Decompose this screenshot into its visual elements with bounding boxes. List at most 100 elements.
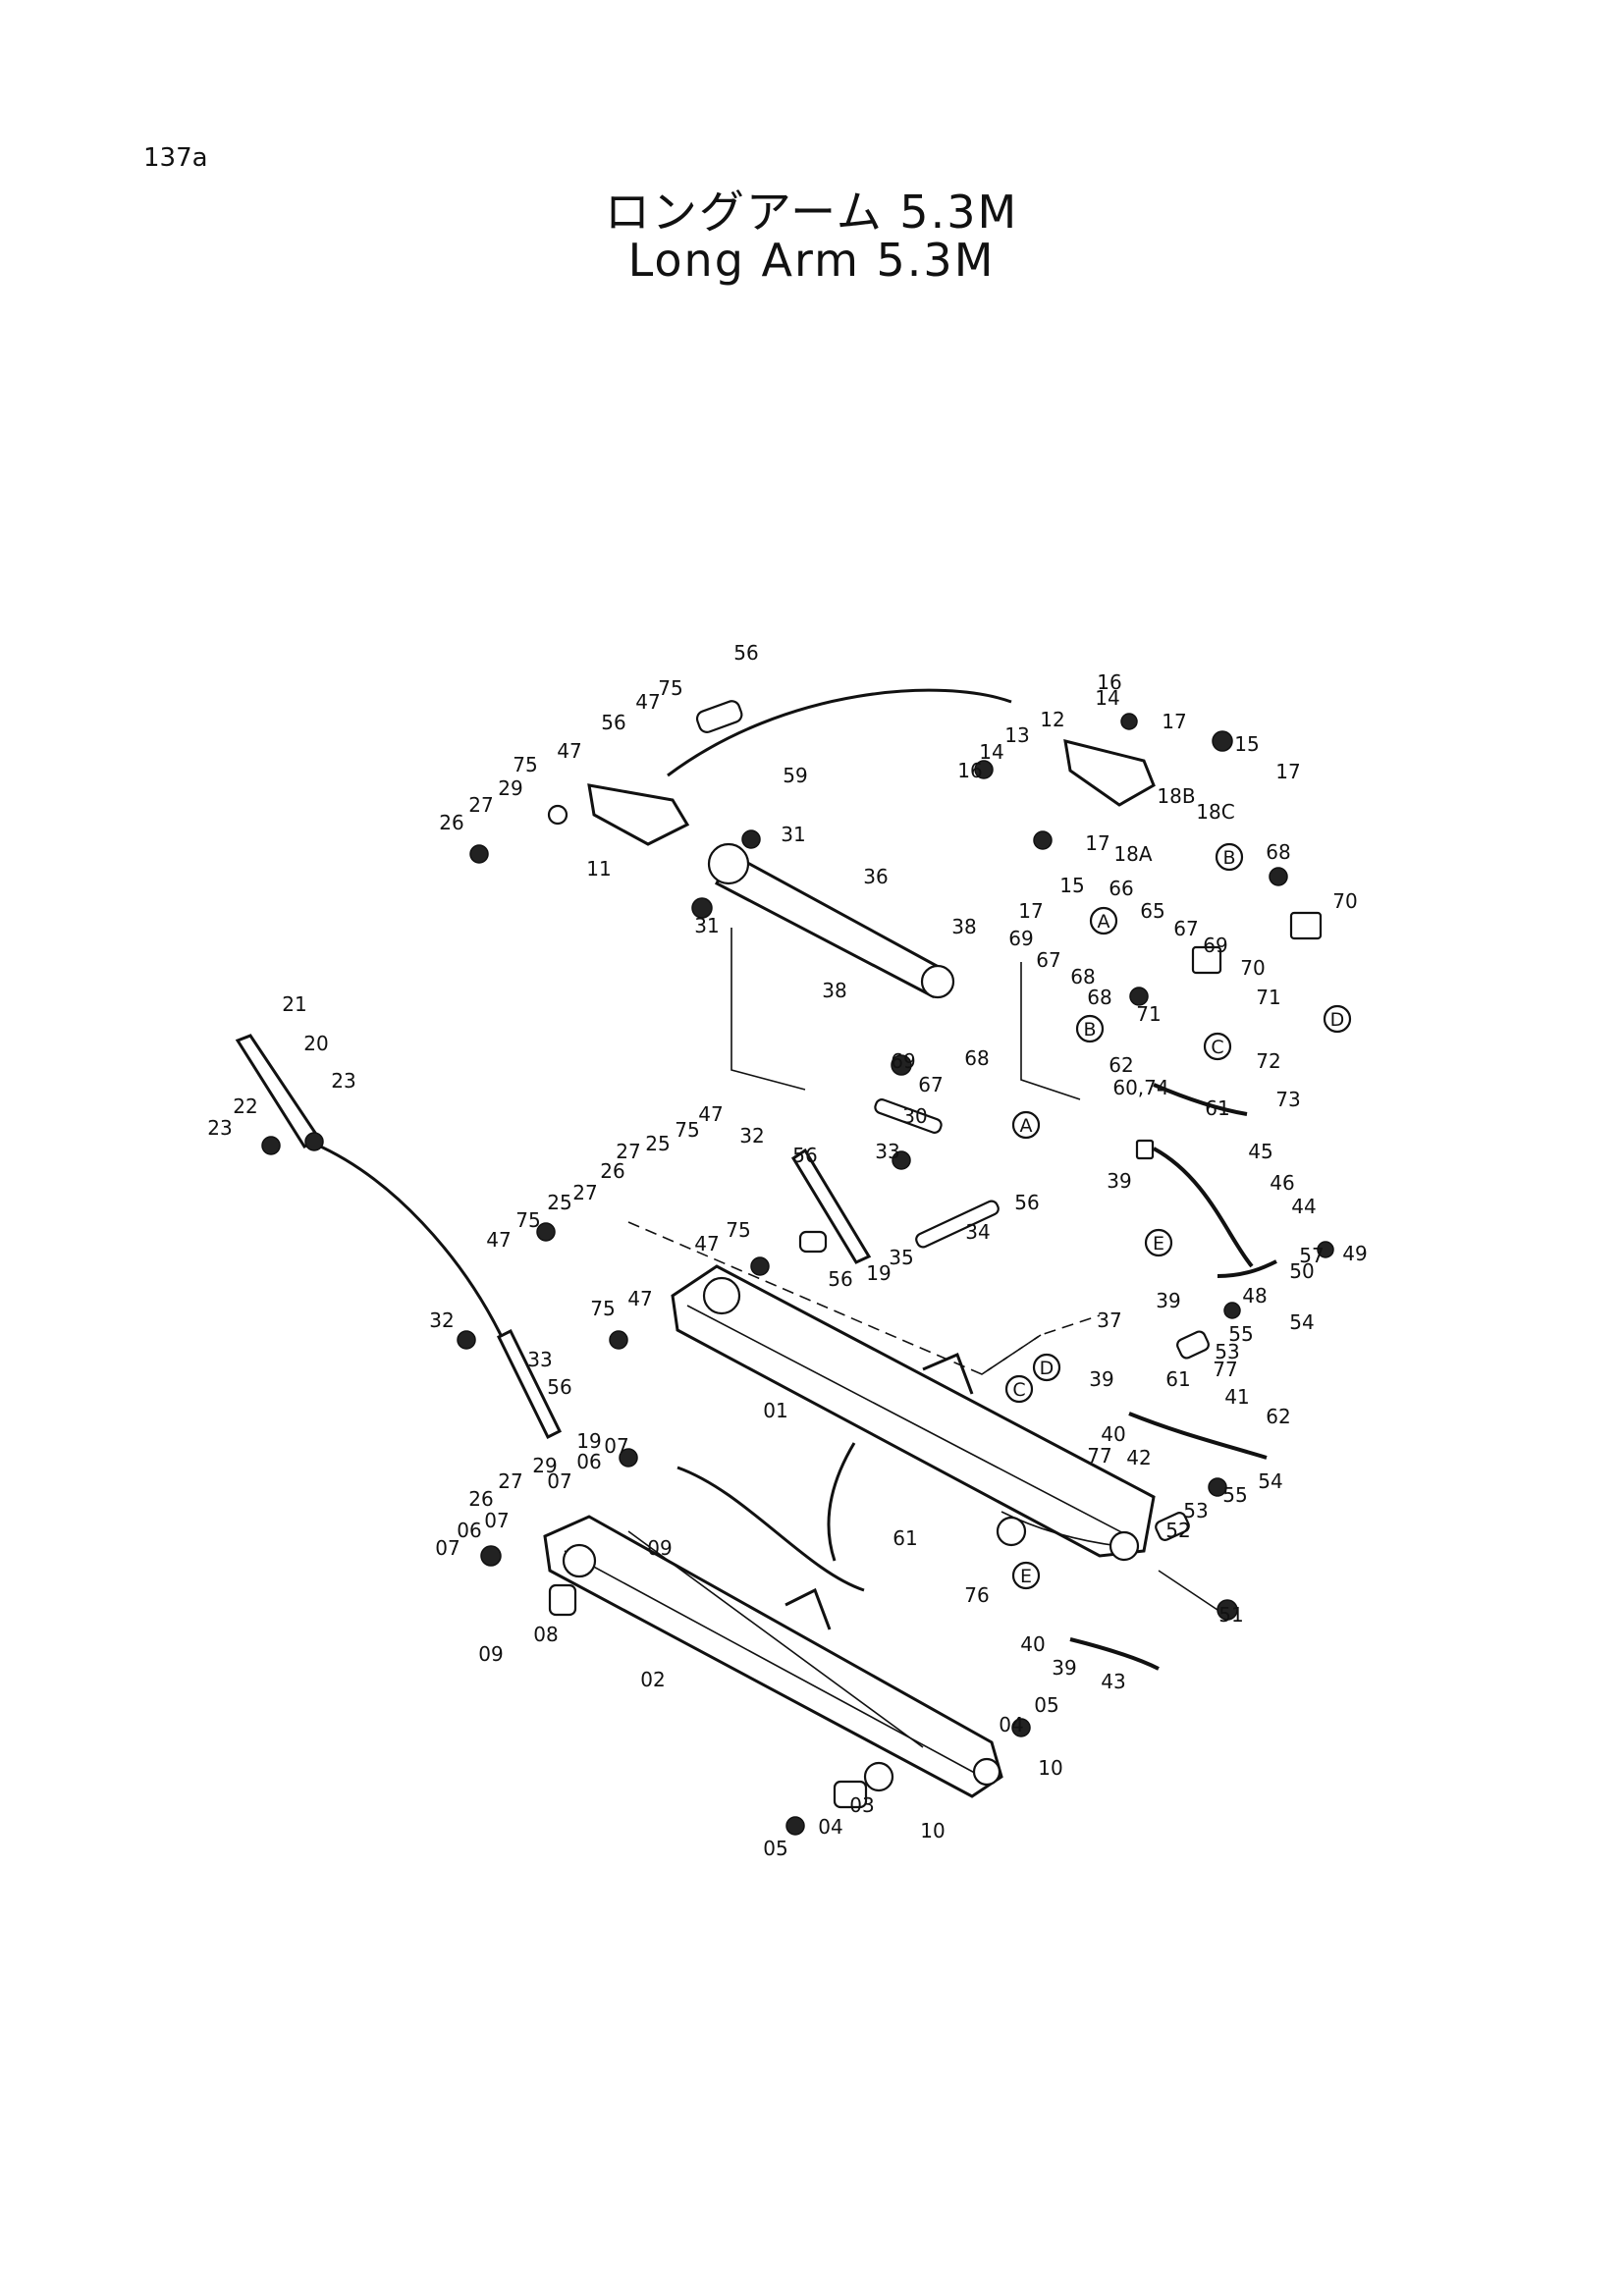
reference-letter-label: C [1012, 1379, 1025, 1401]
part-callout: 01 [763, 1399, 787, 1422]
part-callout: 54 [1289, 1310, 1314, 1334]
reference-letter-circle [1203, 1032, 1232, 1061]
part-callout: 04 [999, 1713, 1023, 1736]
part-callout: 61 [1205, 1096, 1229, 1120]
part-callout: 62 [1109, 1053, 1133, 1077]
part-callout: 70 [1240, 956, 1265, 980]
part-callout: 39 [1156, 1289, 1180, 1312]
part-callout: 42 [1126, 1446, 1151, 1469]
part-callout: 57 [1299, 1244, 1324, 1267]
long-arm-body [671, 1264, 1156, 1562]
part-callout: 20 [303, 1032, 328, 1055]
part-callout: 26 [468, 1487, 493, 1511]
part-callout: 27 [468, 793, 493, 817]
part-callout: 33 [527, 1348, 552, 1371]
part-callout: 17 [1275, 760, 1300, 783]
part-callout: 49 [1342, 1242, 1367, 1265]
title-japanese: ロングアーム 5.3M [604, 186, 1019, 239]
part-callout: 16 [1097, 670, 1121, 694]
part-callout: 47 [694, 1232, 719, 1255]
part-callout: 39 [1107, 1169, 1131, 1193]
part-callout: 29 [532, 1454, 557, 1477]
part-callout: 45 [1248, 1140, 1272, 1163]
part-callout: 36 [863, 865, 888, 888]
part-callout: 65 [1140, 899, 1164, 923]
part-callout: 34 [965, 1220, 990, 1244]
part-callout: 69 [891, 1049, 915, 1073]
part-callout: 75 [590, 1297, 615, 1320]
part-callout: 40 [1101, 1422, 1125, 1446]
part-callout: 72 [1256, 1049, 1280, 1073]
part-callout: 35 [889, 1246, 913, 1269]
title-english: Long Arm 5.3M [627, 234, 996, 287]
part-callout: 25 [547, 1191, 571, 1214]
part-callout: 43 [1101, 1670, 1125, 1693]
part-callout: 69 [1008, 927, 1033, 950]
part-callout: 31 [694, 914, 719, 937]
part-callout: 75 [658, 676, 682, 700]
part-callout: 14 [1095, 686, 1119, 710]
part-callout: 25 [645, 1132, 670, 1155]
part-callout: 31 [781, 823, 805, 846]
part-callout: 18C [1196, 800, 1234, 824]
part-callout: 61 [1165, 1367, 1190, 1391]
part-callout: 22 [233, 1095, 257, 1118]
part-callout: 15 [1234, 732, 1259, 756]
part-callout: 62 [1266, 1405, 1290, 1428]
reference-letter-circle [1032, 1353, 1061, 1382]
part-callout: 17 [1162, 710, 1186, 733]
part-callout: 56 [828, 1267, 852, 1291]
part-callout: 17 [1018, 899, 1043, 923]
part-callout: 27 [616, 1140, 640, 1163]
part-callout: 44 [1291, 1195, 1316, 1218]
part-callout: 05 [1034, 1693, 1058, 1717]
reference-letter-label: D [1040, 1358, 1055, 1379]
part-callout: 07 [604, 1434, 628, 1458]
part-callout: 69 [1203, 934, 1227, 957]
small-parts [261, 700, 1334, 1836]
part-callout: 40 [1020, 1632, 1045, 1656]
part-callout: 75 [515, 1208, 540, 1232]
part-callout: 10 [1038, 1756, 1062, 1780]
part-callout: 11 [586, 857, 611, 881]
part-callout: 68 [1070, 965, 1095, 988]
part-callout: 39 [1052, 1656, 1076, 1680]
part-callout: 54 [1258, 1469, 1282, 1493]
part-callout: 16 [957, 759, 982, 782]
reference-letter-circle [1215, 842, 1244, 872]
reference-letter: B [1215, 842, 1244, 872]
reference-letter-label: B [1222, 847, 1235, 869]
part-callout: 04 [818, 1815, 842, 1839]
reference-letter-label: E [1153, 1233, 1164, 1255]
part-callout: 75 [726, 1218, 750, 1242]
part-callout: 21 [282, 992, 306, 1016]
part-callout: 41 [1224, 1385, 1249, 1409]
reference-letter: D [1032, 1353, 1061, 1382]
part-callout: 67 [1036, 948, 1060, 972]
part-callout: 13 [1004, 723, 1029, 747]
part-callout: 19 [866, 1261, 891, 1285]
part-callout: 27 [572, 1181, 597, 1204]
part-callout: 10 [920, 1819, 945, 1842]
reference-letter: E [1144, 1228, 1173, 1257]
part-callout: 51 [1218, 1603, 1243, 1627]
guide-lines [313, 688, 1218, 1748]
arm-body-lower [543, 1515, 1003, 1798]
top-link-assemblies [587, 738, 1156, 846]
part-callout: 06 [576, 1450, 601, 1473]
reference-letter-circle [1004, 1374, 1034, 1404]
part-callout: 53 [1215, 1340, 1239, 1363]
reference-letter-circle [1011, 1561, 1041, 1590]
part-callout: 12 [1040, 708, 1064, 731]
part-callout: 15 [1059, 874, 1084, 897]
reference-letter-label: B [1083, 1019, 1096, 1041]
part-callout: 68 [964, 1046, 989, 1070]
hydraulic-hoses [1069, 1083, 1277, 1671]
reference-letter-circle [1011, 1110, 1041, 1140]
reference-letter-label: E [1020, 1566, 1032, 1587]
part-callout: 37 [1097, 1308, 1121, 1332]
part-callout: 47 [627, 1287, 652, 1310]
part-callout: 18A [1113, 842, 1152, 866]
